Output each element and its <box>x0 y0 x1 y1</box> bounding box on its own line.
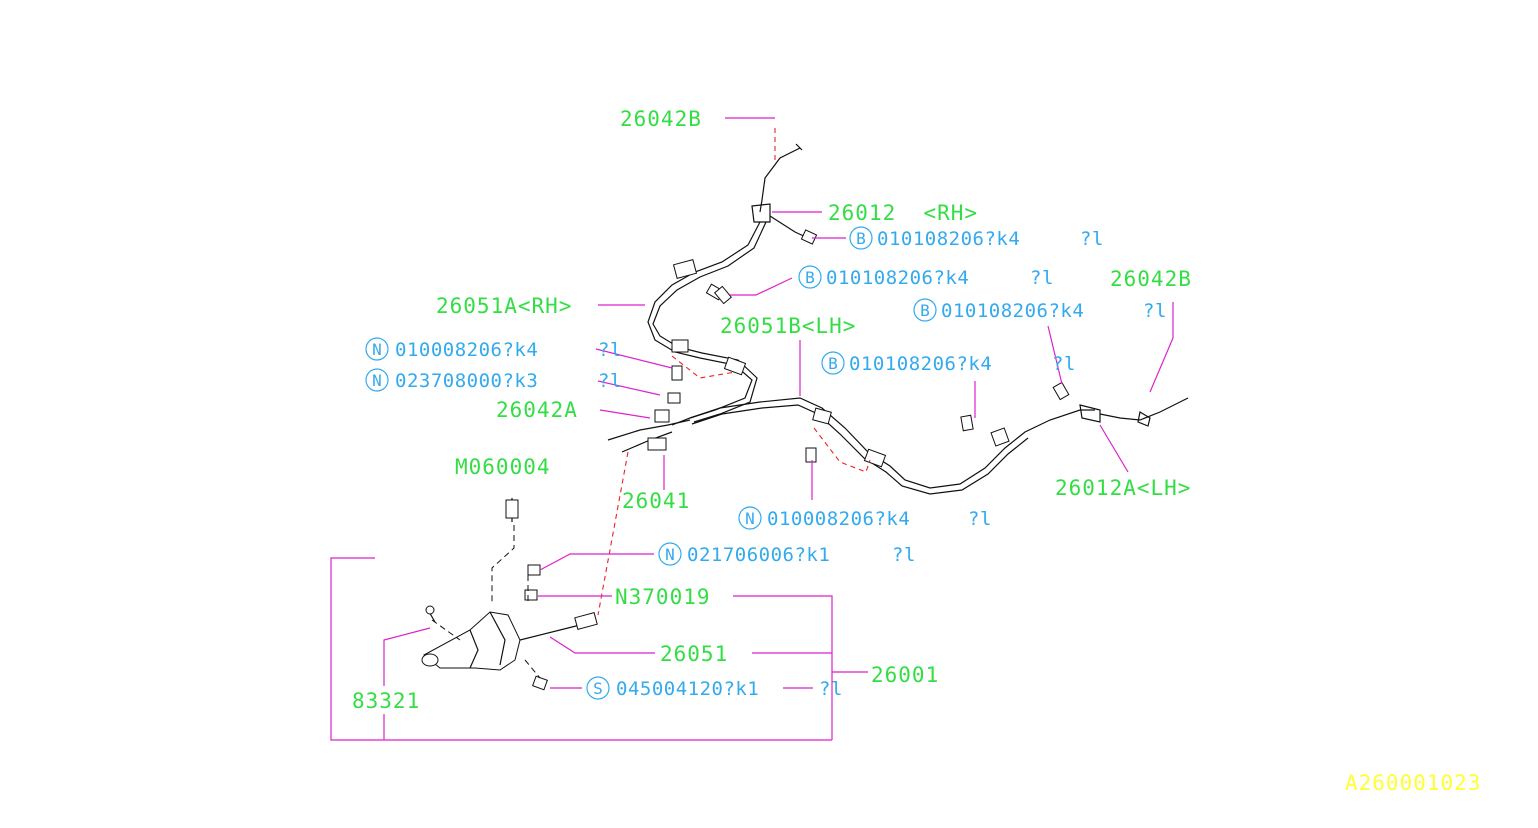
part-label-26042b-top: 26042B <box>620 107 702 131</box>
part-label-26001: 26001 <box>871 663 939 687</box>
part-label-83321: 83321 <box>352 689 420 713</box>
dashed-link-lines <box>597 128 871 616</box>
svg-text:N: N <box>372 340 382 359</box>
bolt-callouts: B 010108206?k4 ?l B 010108206?k4 ?l B 01… <box>365 226 1167 700</box>
n-mark-icon <box>658 542 682 566</box>
bolt-code: 010108206?k4 <box>826 267 969 289</box>
b-mark-icon <box>798 265 822 289</box>
part-label-26051a-rh: 26051A<RH> <box>436 294 572 318</box>
bolt-qty: ?l <box>598 370 622 392</box>
svg-text:N: N <box>745 509 755 528</box>
part-label-26012a-lh: 26012A<LH> <box>1055 476 1191 500</box>
bolt-code: 010108206?k4 <box>849 353 992 375</box>
bolt-qty: ?l <box>1052 353 1076 375</box>
svg-text:B: B <box>828 354 838 373</box>
part-label-26042a: 26042A <box>496 398 578 422</box>
part-label-26051b-lh: 26051B<LH> <box>720 314 856 338</box>
bolt-code: 023708000?k3 <box>395 370 538 392</box>
bolt-callout: S 045004120?k1 ?l <box>586 676 843 700</box>
bolt-code: 010108206?k4 <box>941 300 1084 322</box>
bolt-qty: ?l <box>1080 228 1104 250</box>
bolt-code: 010008206?k4 <box>395 339 538 361</box>
bolt-qty: ?l <box>1143 300 1167 322</box>
bolt-qty: ?l <box>819 678 843 700</box>
bolt-callout: N 021706006?k1 ?l <box>658 542 916 566</box>
n-mark-icon <box>365 368 389 392</box>
part-label-n370019: N370019 <box>615 585 711 609</box>
bolt-callout: B 010108206?k4 ?l <box>913 298 1167 322</box>
b-mark-icon <box>913 298 937 322</box>
part-label-m060004: M060004 <box>455 455 551 479</box>
svg-text:N: N <box>665 545 675 564</box>
svg-text:B: B <box>805 268 815 287</box>
svg-text:S: S <box>593 679 603 698</box>
svg-text:B: B <box>856 229 866 248</box>
bolt-callout: B 010108206?k4 ?l <box>798 265 1054 289</box>
cable-assembly-drawing <box>421 143 1189 691</box>
part-number-labels: 26042B 26012 <RH> 26051A<RH> 26051B<LH> … <box>352 107 1192 713</box>
bolt-qty: ?l <box>968 508 992 530</box>
n-mark-icon <box>738 506 762 530</box>
b-mark-icon <box>849 226 873 250</box>
figure-id: A260001023 <box>1345 771 1481 795</box>
bolt-callout: B 010108206?k4 ?l <box>821 351 1076 375</box>
bolt-code: 010108206?k4 <box>877 228 1020 250</box>
bolt-qty: ?l <box>892 544 916 566</box>
part-label-26051: 26051 <box>660 642 728 666</box>
part-label-26012-rh: 26012 <RH> <box>828 201 978 225</box>
b-mark-icon <box>821 351 845 375</box>
bolt-callout: N 010008206?k4 ?l <box>365 337 622 361</box>
bolt-code: 010008206?k4 <box>767 508 910 530</box>
part-label-26042b-right: 26042B <box>1110 267 1192 291</box>
bolt-code: 021706006?k1 <box>687 544 830 566</box>
bolt-code: 045004120?k1 <box>616 678 759 700</box>
leader-lines <box>330 117 1174 741</box>
part-label-26041: 26041 <box>622 489 690 513</box>
svg-text:N: N <box>372 371 382 390</box>
bolt-callout: B 010108206?k4 ?l <box>849 226 1104 250</box>
s-mark-icon <box>586 676 610 700</box>
svg-text:B: B <box>920 301 930 320</box>
n-mark-icon <box>365 337 389 361</box>
bolt-callout: N 010008206?k4 ?l <box>738 506 992 530</box>
bolt-qty: ?l <box>598 339 622 361</box>
bolt-qty: ?l <box>1030 267 1054 289</box>
bolt-callout: N 023708000?k3 ?l <box>365 368 622 392</box>
